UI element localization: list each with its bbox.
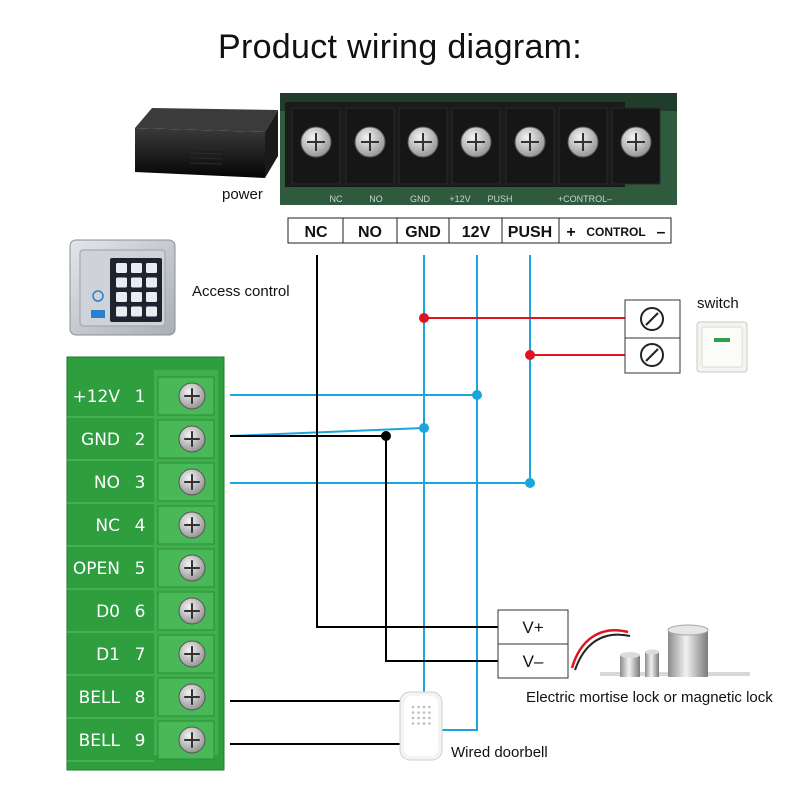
wires — [229, 255, 625, 760]
lock-caption: Electric mortise lock or magnetic lock — [526, 689, 773, 706]
wire-gnd-vminus — [230, 435, 498, 662]
terminal-label-push: PUSH — [508, 224, 552, 241]
keypad-key — [146, 277, 157, 288]
board-silk-label: PUSH — [487, 194, 512, 204]
vplus-label: V+ — [522, 618, 543, 637]
left-terminal-number: 4 — [135, 516, 146, 536]
left-terminal-name: GND — [81, 430, 120, 450]
left-terminal-number: 1 — [135, 387, 146, 407]
power-supply — [135, 108, 278, 178]
keypad-key — [146, 263, 157, 273]
left-terminal-number: 2 — [135, 430, 146, 450]
left-terminal-row: +12V 1 — [67, 376, 215, 418]
left-terminal-screw — [178, 726, 206, 754]
left-terminal-screw — [178, 425, 206, 453]
terminal-label-nc: NC — [304, 224, 328, 241]
board-silk-label: +12V — [449, 194, 470, 204]
keypad-key — [116, 277, 127, 288]
power-caption: power — [222, 186, 263, 203]
wire-gnd-left — [229, 427, 425, 437]
left-terminal-number: 6 — [135, 602, 146, 622]
electric-lock — [570, 624, 750, 677]
keypad-key — [146, 306, 157, 317]
left-terminal-name: BELL — [79, 731, 121, 751]
left-terminal-row: OPEN 5 — [67, 548, 215, 590]
left-terminal-screw — [178, 554, 206, 582]
board-screw-6 — [567, 126, 599, 158]
access-control-caption: Access control — [192, 283, 290, 300]
left-terminal-number: 8 — [135, 688, 146, 708]
access-control-keypad — [69, 239, 176, 336]
left-terminal-row: BELL 8 — [67, 677, 215, 719]
board-screw-3 — [407, 126, 439, 158]
keypad-key — [131, 292, 142, 302]
left-terminal-row: BELL 9 — [67, 720, 215, 762]
vminus-label: V– — [523, 652, 544, 671]
lock-terminals: V+ V– — [497, 609, 569, 679]
left-terminal-name: NO — [94, 473, 120, 493]
board-screw-2 — [354, 126, 386, 158]
keypad-key — [131, 277, 142, 288]
terminal-label-no: NO — [358, 224, 382, 241]
left-terminal-screw — [178, 382, 206, 410]
board-screw-7 — [620, 126, 652, 158]
keypad-key — [116, 306, 127, 317]
left-terminal-screw — [178, 640, 206, 668]
wire-junctions — [381, 313, 535, 488]
left-terminal-number: 5 — [135, 559, 146, 579]
keypad-key — [131, 306, 142, 317]
left-terminal-row: D1 7 — [67, 634, 215, 676]
top-terminal-labels: NC NO GND 12V PUSH + CONTROL – — [287, 217, 672, 244]
left-terminal-number: 7 — [135, 645, 146, 665]
board-silk-label: GND — [410, 194, 431, 204]
left-terminal-number: 9 — [135, 731, 146, 751]
left-terminal-row: GND 2 — [67, 419, 215, 461]
wire-bell9 — [230, 743, 423, 760]
left-terminal-screw — [178, 468, 206, 496]
keypad-key — [131, 263, 142, 273]
board-silkscreen: NC NO GND +12V PUSH +CONTROL– — [330, 194, 613, 204]
left-terminal-screw — [178, 511, 206, 539]
keypad-key — [116, 292, 127, 302]
board-screw-1 — [300, 126, 332, 158]
switch-caption: switch — [697, 295, 739, 312]
left-terminal-row: NC 4 — [67, 505, 215, 547]
keypad-key — [116, 263, 127, 273]
wire-12v-bell — [441, 395, 478, 731]
board-silk-label: NC — [330, 194, 343, 204]
control-label: CONTROL — [586, 225, 645, 239]
left-terminal-screw — [178, 597, 206, 625]
board-silk-label: +CONTROL– — [558, 194, 612, 204]
board-screw-5 — [514, 126, 546, 158]
wire-12v — [230, 255, 478, 396]
wire-nc-vplus — [316, 255, 498, 628]
terminal-label-gnd: GND — [405, 224, 441, 241]
left-terminal-name: OPEN — [73, 559, 120, 579]
keypad-key — [146, 292, 157, 302]
wall-switch — [696, 321, 748, 373]
left-terminal-name: +12V — [72, 387, 120, 407]
diagram-title: Product wiring diagram: — [217, 28, 583, 66]
left-terminal-screw — [178, 683, 206, 711]
left-terminal-name: NC — [95, 516, 120, 536]
left-terminal-row: D0 6 — [67, 591, 215, 633]
control-plus-label: + — [566, 224, 575, 241]
board-silk-label: NO — [369, 194, 383, 204]
terminal-label-12v: 12V — [462, 224, 491, 241]
doorbell-caption: Wired doorbell — [451, 744, 548, 761]
switch-terminals — [624, 299, 681, 374]
left-terminal-name: D0 — [96, 602, 120, 622]
left-terminal-name: BELL — [79, 688, 121, 708]
left-terminal-row: NO 3 — [67, 462, 215, 504]
control-minus-label: – — [657, 224, 666, 241]
left-terminal-number: 3 — [135, 473, 146, 493]
board-screw-4 — [460, 126, 492, 158]
doorbell-device — [399, 691, 443, 761]
board-terminal-block — [291, 107, 661, 185]
left-terminal-name: D1 — [96, 645, 120, 665]
